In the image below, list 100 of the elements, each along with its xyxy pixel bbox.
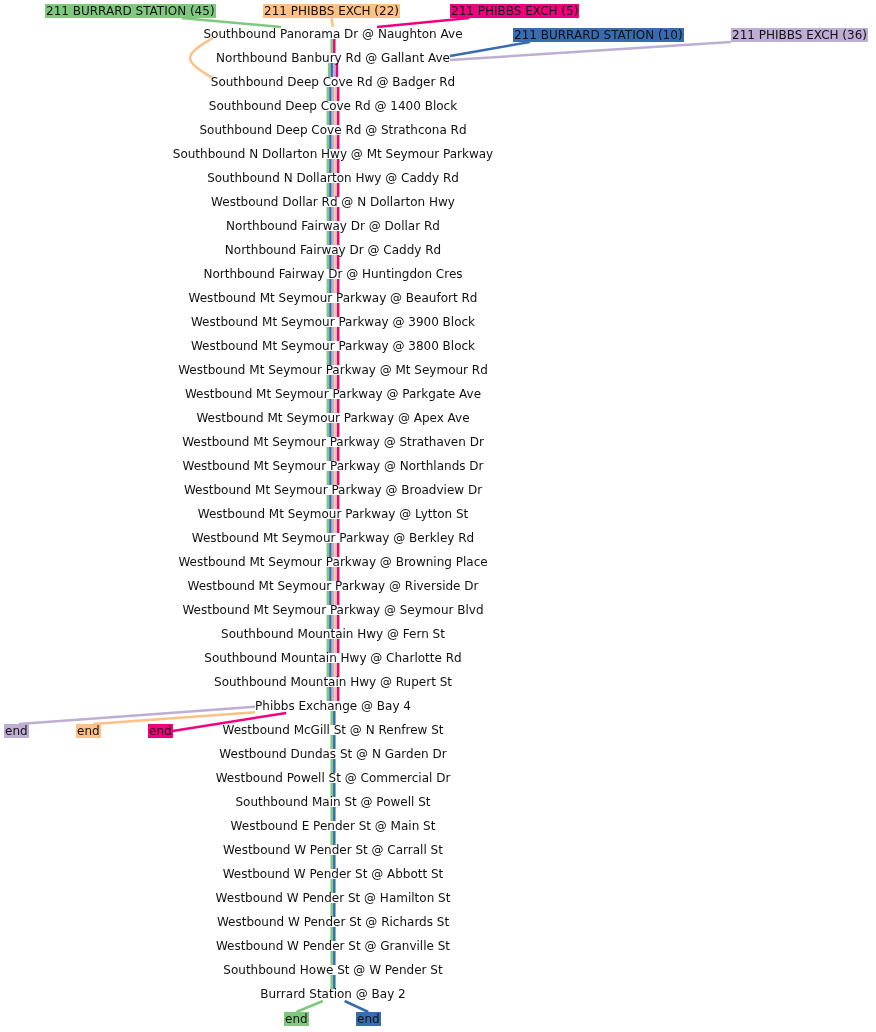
route-line — [336, 591, 340, 605]
route-line — [336, 183, 340, 197]
route-line — [331, 303, 335, 317]
stop-label: Westbound Dundas St @ N Garden Dr — [219, 747, 447, 761]
stop-label: Westbound Mt Seymour Parkway @ Riverside Dr — [187, 579, 479, 593]
route-line — [334, 615, 337, 629]
route-line — [331, 351, 335, 365]
route-line — [334, 135, 337, 149]
route-line — [331, 615, 335, 629]
route-line — [336, 375, 340, 389]
stop-label: Westbound Mt Seymour Parkway @ 3800 Block — [190, 339, 476, 353]
route-line — [334, 111, 337, 125]
route-line — [329, 519, 332, 533]
stop-label: Southbound Mountain Hwy @ Fern St — [221, 627, 445, 641]
route-line — [329, 183, 332, 197]
route-line — [336, 543, 340, 557]
stop-label: Northbound Fairway Dr @ Caddy Rd — [224, 243, 442, 257]
route-line — [329, 279, 332, 293]
stop-label: Phibbs Exchange @ Bay 4 — [255, 699, 411, 713]
stop-label: Southbound Deep Cove Rd @ Badger Rd — [210, 75, 456, 89]
route-line — [326, 495, 330, 509]
route-tag: end — [148, 724, 173, 738]
route-line — [336, 255, 340, 269]
route-line — [329, 447, 332, 461]
route-line — [334, 231, 337, 245]
route-line — [329, 615, 332, 629]
connector-line — [376, 16, 470, 29]
stop-label: Westbound E Pender St @ Main St — [230, 819, 436, 833]
stop-label: Southbound N Dollarton Hwy @ Caddy Rd — [207, 171, 459, 185]
route-line — [336, 471, 340, 485]
route-line — [335, 63, 339, 77]
route-line — [331, 87, 335, 101]
route-line — [329, 399, 332, 413]
route-line — [326, 687, 330, 701]
route-line — [326, 183, 330, 197]
route-tag: end — [356, 1012, 381, 1026]
route-tag: 211 BURRARD STATION (45) — [45, 4, 216, 18]
route-line — [336, 615, 340, 629]
stop-label: Westbound Mt Seymour Parkway @ Seymour Blvd — [182, 603, 484, 617]
route-line — [329, 495, 332, 509]
route-line — [326, 87, 330, 101]
route-line — [331, 255, 335, 269]
route-tag: 211 PHIBBS EXCH (36) — [731, 28, 868, 42]
route-line — [334, 567, 337, 581]
route-line — [331, 279, 335, 293]
connector-line — [93, 711, 256, 726]
stop-label: Westbound W Pender St @ Carrall St — [223, 843, 443, 857]
stop-label: Northbound Banbury Rd @ Gallant Ave — [216, 51, 450, 65]
route-line — [326, 303, 330, 317]
route-line — [336, 399, 340, 413]
route-tag: end — [76, 724, 101, 738]
stop-label: Southbound Howe St @ W Pender St — [223, 963, 443, 977]
route-line — [326, 327, 330, 341]
route-line — [331, 591, 335, 605]
route-line — [326, 471, 330, 485]
route-line — [334, 87, 337, 101]
route-line — [326, 159, 330, 173]
route-line — [330, 735, 333, 749]
route-line — [329, 135, 332, 149]
route-line — [331, 207, 335, 221]
route-line — [329, 111, 332, 125]
route-line — [329, 639, 332, 653]
route-tag: end — [4, 724, 29, 738]
route-line — [334, 183, 337, 197]
route-line — [329, 87, 332, 101]
route-line — [330, 807, 333, 821]
route-line — [330, 903, 333, 917]
route-line — [331, 159, 335, 173]
route-tag: 211 BURRARD STATION (10) — [513, 28, 684, 42]
route-line — [334, 399, 337, 413]
route-line — [333, 735, 336, 749]
route-line — [336, 159, 340, 173]
route-line — [330, 879, 333, 893]
route-line — [330, 783, 333, 797]
stop-label: Southbound Mountain Hwy @ Charlotte Rd — [204, 651, 462, 665]
route-line — [326, 399, 330, 413]
route-line — [329, 351, 332, 365]
route-line — [333, 831, 336, 845]
route-line — [334, 687, 337, 701]
route-line — [334, 207, 337, 221]
route-line — [331, 519, 335, 533]
connector-line — [330, 17, 335, 28]
route-line — [334, 519, 337, 533]
stop-label: Westbound Powell St @ Commercial Dr — [215, 771, 451, 785]
route-line — [326, 111, 330, 125]
route-line — [331, 111, 335, 125]
route-line — [333, 903, 336, 917]
route-line — [326, 567, 330, 581]
route-line — [333, 951, 336, 965]
route-line — [329, 327, 332, 341]
route-line — [336, 423, 340, 437]
route-line — [329, 303, 332, 317]
stop-label: Westbound Mt Seymour Parkway @ 3900 Block — [190, 315, 476, 329]
route-line — [326, 279, 330, 293]
route-line — [330, 975, 333, 989]
route-line — [334, 423, 337, 437]
route-line — [331, 567, 335, 581]
route-line — [329, 687, 332, 701]
stop-label: Westbound Mt Seymour Parkway @ Parkgate Ave — [184, 387, 482, 401]
route-tag: 211 PHIBBS EXCH (5) — [450, 4, 580, 18]
